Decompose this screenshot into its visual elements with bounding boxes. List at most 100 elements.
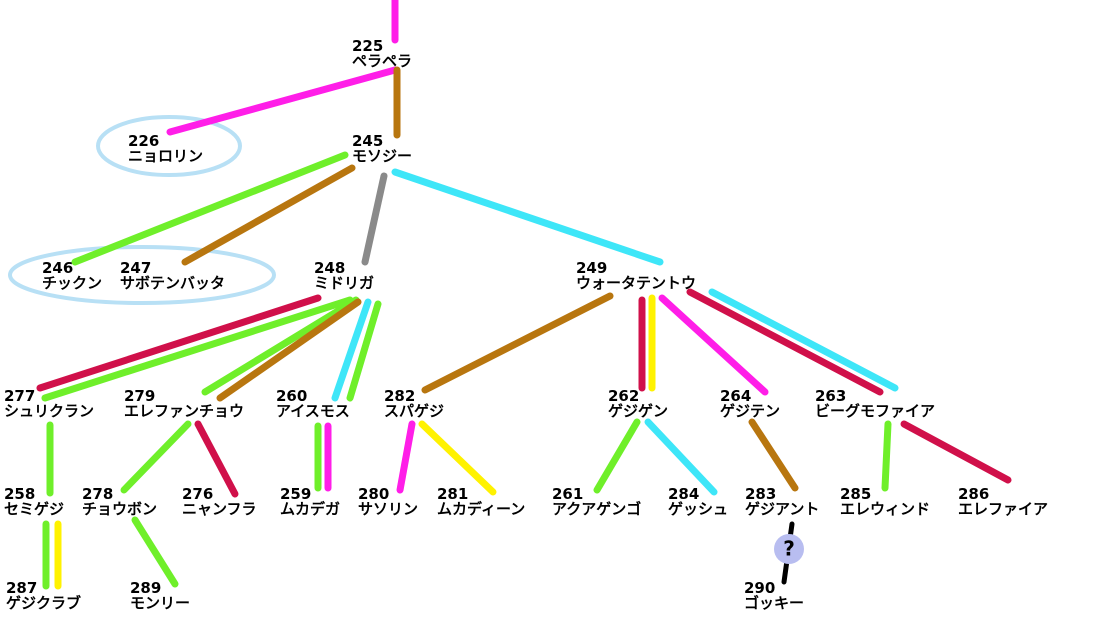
node-name: チョウボン: [82, 500, 157, 518]
link-n279-n278-green: [120, 420, 192, 494]
highlight-ellipse-n226: [96, 115, 242, 177]
link-n225-n226-magenta: [166, 66, 399, 136]
link-n248-n260-cyan: [331, 298, 372, 402]
node-number: 279: [124, 387, 155, 405]
node-number: 263: [815, 387, 846, 405]
unknown-circle: [774, 534, 804, 564]
link-n245-n246-green: [71, 151, 349, 266]
link-n248-n279-green: [201, 296, 360, 396]
node-name: ゲジゲン: [608, 402, 668, 420]
link-n262-n284-cyan: [644, 418, 718, 496]
node-name: サソリン: [358, 500, 418, 518]
node-number: 248: [314, 259, 345, 277]
node-name: ゲジテン: [720, 402, 780, 420]
link-n248-n277-crimson: [36, 294, 322, 392]
node-number: 287: [6, 579, 37, 597]
node-number: 226: [128, 132, 159, 150]
node-number: 276: [182, 485, 213, 503]
node-number: 285: [840, 485, 871, 503]
link-n245-n247-brown: [181, 164, 356, 266]
link-n248-n260-green: [346, 300, 382, 402]
node-name: アクアゲンゴ: [552, 500, 641, 518]
node-number: 282: [384, 387, 415, 405]
node-number: 258: [4, 485, 35, 503]
node-name: スパゲジ: [384, 402, 444, 420]
highlight-ellipse-n246-n247: [8, 245, 276, 305]
node-number: 225: [352, 37, 383, 55]
node-name: ミドリガ: [314, 274, 374, 292]
node-name: ムカデガ: [280, 500, 340, 518]
node-number: 284: [668, 485, 699, 503]
highlight-ellipses: [8, 115, 276, 305]
link-n248-n279-brown: [216, 298, 362, 402]
node-name: ペラペラ: [352, 52, 412, 70]
node-number: 289: [130, 579, 161, 597]
node-name: ムカディーン: [437, 500, 525, 518]
node-number: 264: [720, 387, 751, 405]
node-name: ウォータテントウ: [576, 274, 696, 292]
link-n249-n282-brown: [421, 292, 614, 394]
node-number: 283: [745, 485, 776, 503]
node-number: 259: [280, 485, 311, 503]
link-n262-n261-green: [593, 418, 641, 494]
evolution-links: [36, 0, 1012, 590]
link-n249-n263-cyan: [708, 288, 899, 392]
link-n245-n249-cyan: [391, 168, 664, 266]
link-n282-n281-yellow: [418, 420, 497, 496]
node-number: 277: [4, 387, 35, 405]
link-n279-n276-crimson: [194, 420, 239, 498]
node-name: ニョロリン: [128, 147, 203, 165]
node-name: ゲッシュ: [668, 500, 728, 518]
node-name: ゲジクラブ: [6, 594, 81, 612]
node-name: シュリクラン: [4, 402, 94, 420]
node-number: 278: [82, 485, 113, 503]
link-n263-n285-green: [881, 420, 892, 492]
node-number: 260: [276, 387, 307, 405]
node-number: 249: [576, 259, 607, 277]
node-name: モソジー: [352, 147, 412, 165]
node-number: 246: [42, 259, 73, 277]
node-name: ゴッキー: [744, 594, 804, 612]
node-number: 261: [552, 485, 583, 503]
node-name: アイスモス: [276, 402, 350, 420]
node-name: エレファイア: [958, 500, 1048, 518]
node-name: モンリー: [130, 594, 190, 612]
node-number: 280: [358, 485, 389, 503]
node-number: 262: [608, 387, 639, 405]
node-number: 281: [437, 485, 468, 503]
link-n245-n248-gray: [361, 172, 388, 266]
node-name: ゲジアント: [745, 500, 819, 518]
link-n264-n283-brown: [748, 418, 799, 492]
node-name: ビーグモファイア: [815, 402, 935, 420]
link-n278-n289-green: [131, 516, 179, 588]
node-name: サボテンバッタ: [120, 274, 225, 292]
link-n263-n286-crimson: [900, 420, 1012, 484]
